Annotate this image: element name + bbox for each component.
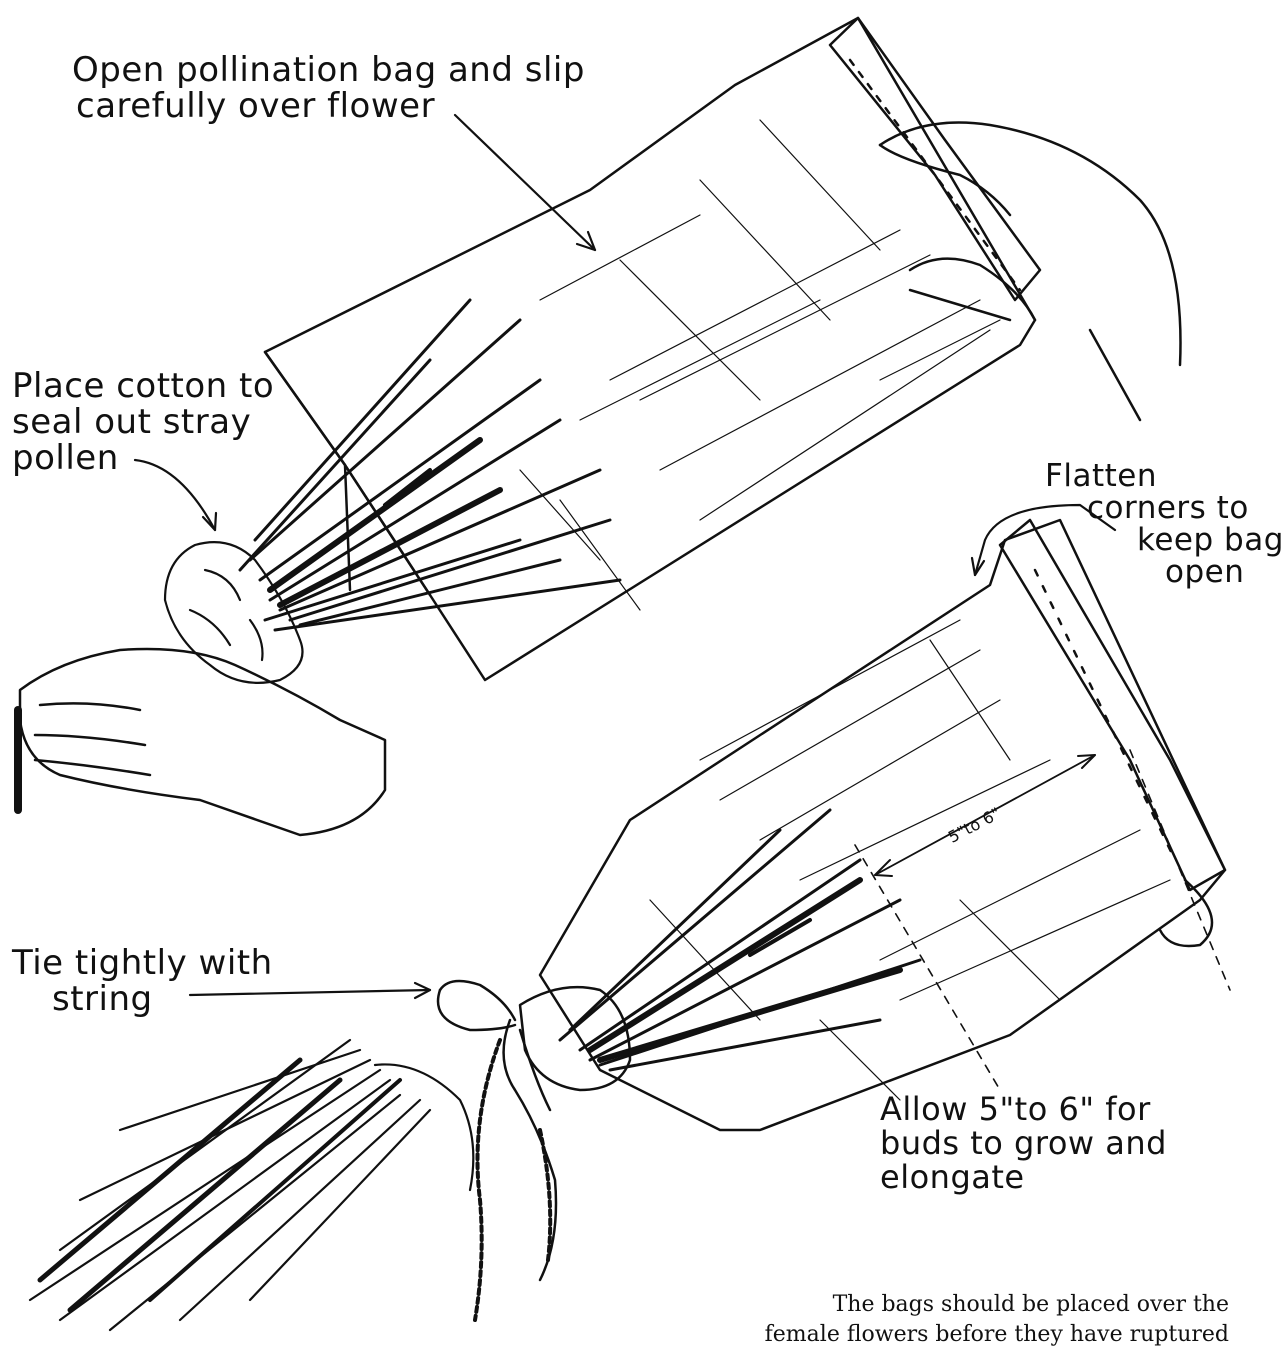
label-allow-line-2: buds to grow and <box>880 1126 1167 1160</box>
label-allow-line-3: elongate <box>880 1160 1167 1194</box>
caption-line-1: The bags should be placed over the <box>589 1290 1229 1320</box>
tassel <box>30 1040 473 1330</box>
label-open-bag-line-2: carefully over flower <box>72 88 585 124</box>
label-cotton-line-2: seal out stray <box>12 404 274 440</box>
label-allow-line-1: Allow 5"to 6" for <box>880 1092 1167 1126</box>
right-hand <box>880 123 1181 421</box>
top-flower-stalk <box>240 300 620 630</box>
caption-line-2: female flowers before they have ruptured <box>589 1320 1229 1350</box>
label-allow: Allow 5"to 6" for buds to grow and elong… <box>880 1092 1167 1194</box>
label-flatten-line-1: Flatten <box>1045 460 1284 492</box>
string-knot <box>438 981 630 1320</box>
label-tie-line-2: string <box>12 981 273 1017</box>
label-cotton: Place cotton to seal out stray pollen <box>12 368 274 476</box>
label-open-bag-line-1: Open pollination bag and slip <box>72 52 585 88</box>
leader-lines <box>135 115 1115 998</box>
label-flatten: Flatten corners to keep bag open <box>1045 460 1284 588</box>
label-cotton-line-3: pollen <box>12 440 274 476</box>
label-flatten-line-4: open <box>1045 556 1284 588</box>
label-cotton-line-1: Place cotton to <box>12 368 274 404</box>
bottom-paper-bag <box>540 520 1230 1130</box>
label-tie-line-1: Tie tightly with <box>12 945 273 981</box>
label-flatten-line-3: keep bag <box>1045 524 1284 556</box>
label-open-bag: Open pollination bag and slip carefully … <box>72 52 585 124</box>
label-flatten-line-2: corners to <box>1045 492 1284 524</box>
left-hand <box>18 649 385 835</box>
label-tie: Tie tightly with string <box>12 945 273 1017</box>
figure-caption: The bags should be placed over the femal… <box>589 1290 1229 1350</box>
